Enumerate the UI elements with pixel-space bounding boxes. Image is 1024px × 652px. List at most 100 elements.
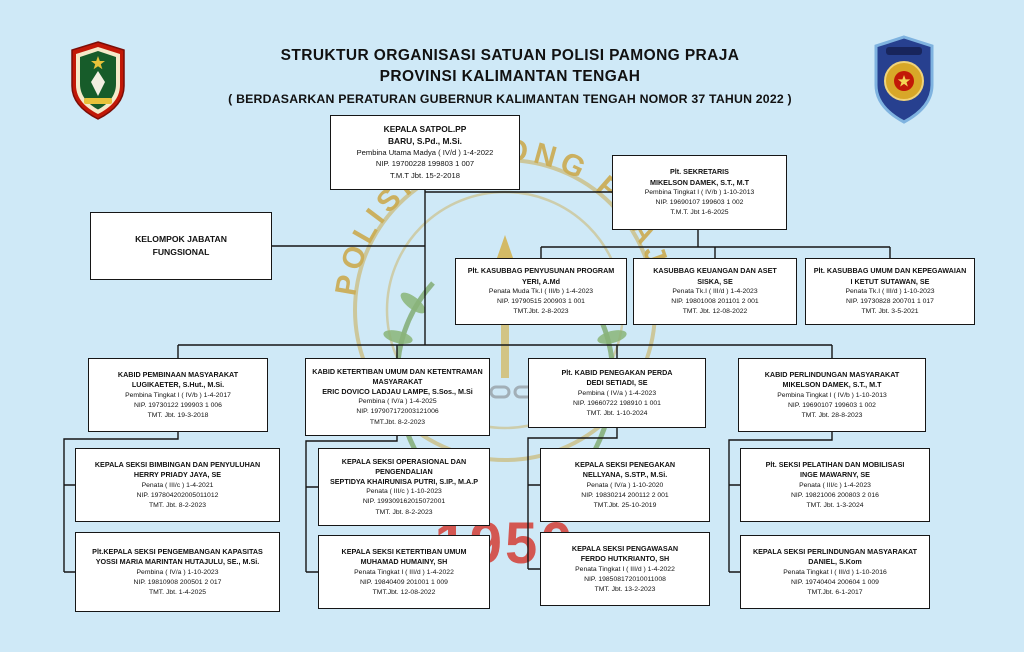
page-title-line2: PROVINSI KALIMANTAN TENGAH (379, 67, 641, 85)
box-title: KEPALA SEKSI OPERASIONAL DAN PENGENDALIA… (341, 457, 467, 476)
box-name: INGE MAWARNY, SE (800, 470, 870, 480)
box-tmt: TMT. Jbt. 13-2-2023 (594, 585, 656, 593)
box-name: FERDO HUTKRIANTO, SH (580, 554, 670, 564)
box-tmt: TMT.Jbt. 2-8-2023 (513, 308, 569, 316)
box-rank: Pembina Tingkat I ( IV/b ) 1-10-2013 (777, 391, 887, 399)
box-name: SEPTIDYA KHAIRUNISA PUTRI, S.IP., M.A.P (329, 476, 479, 486)
box-nip: NIP. 19810908 200501 2 017 (133, 578, 222, 586)
org-box-seksi-pelatihan-mobilisasi: Plt. SEKSI PELATIHAN DAN MOBILISASI INGE… (740, 448, 930, 522)
box-title: KELOMPOK JABATAN FUNGSIONAL (135, 234, 227, 257)
box-title: KASUBBAG KEUANGAN DAN ASET (653, 266, 777, 276)
org-box-seksi-bimbingan-penyuluhan: KEPALA SEKSI BIMBINGAN DAN PENYULUHAN HE… (75, 448, 280, 522)
box-title: Plt. KABID PENEGAKAN PERDA (561, 367, 673, 377)
box-tmt: TMT.Jbt. 6-1-2017 (807, 588, 863, 596)
box-tmt: TMT.Jbt. 8-2-2023 (369, 418, 426, 426)
box-tmt: TMT. Jbt. 28-8-2023 (801, 411, 863, 419)
box-title: KEPALA SEKSI PERLINDUNGAN MASYARAKAT (752, 546, 918, 556)
logo-shield-motif (91, 71, 105, 96)
box-nip: NIP. 197907172003121006 (356, 408, 439, 416)
org-box-kasubbag-umum-kepegawaian: Plt. KASUBBAG UMUM DAN KEPEGAWAIAN I KET… (805, 258, 975, 325)
box-nip: NIP. 19830214 200112 2 001 (581, 491, 669, 499)
org-box-seksi-pengembangan-kapasitas: Plt.KEPALA SEKSI PENGEMBANGAN KAPASITAS … (75, 532, 280, 612)
box-nip: NIP. 19690107 199603 1 002 (788, 401, 876, 409)
box-title: Plt. KASUBBAG UMUM DAN KEPEGAWAIAN (813, 266, 967, 276)
box-nip: NIP. 19730122 199903 1 006 (134, 401, 222, 409)
page-header: STRUKTUR ORGANISASI SATUAN POLISI PAMONG… (150, 46, 870, 106)
box-name: ERIC DOVICO LADJAU LAMPE, S.Sos., M.Si (322, 386, 473, 396)
box-name: DANIEL, S.Kom (808, 557, 862, 567)
page-subtitle: ( BERDASARKAN PERATURAN GUBERNUR KALIMAN… (228, 91, 792, 106)
box-tmt: TMT. Jbt. 3-5-2021 (861, 308, 919, 316)
box-tmt: T.M.T Jbt. 15-2-2018 (390, 170, 460, 180)
box-rank: Pembina ( IV/a ) 1-4-2025 (358, 398, 437, 406)
box-nip: NIP. 199309162015072001 (362, 498, 446, 506)
box-title: Plt. SEKRETARIS (670, 167, 729, 177)
box-name: DEDI SETIADI, SE (586, 378, 648, 388)
box-rank: Penata ( III/c ) 1-4-2023 (799, 481, 871, 489)
box-rank: Penata Tk.I ( III/d ) 1-4-2023 (672, 288, 758, 296)
page-title-line1: STRUKTUR ORGANISASI SATUAN POLISI PAMONG… (280, 47, 740, 64)
box-rank: Penata ( III/c ) 1-4-2021 (141, 481, 214, 489)
box-tmt: TMT. Jbt. 8-2-2023 (375, 508, 433, 516)
org-box-kabid-pembinaan-masyarakat: KABID PEMBINAAN MASYARAKAT LUGIKAETER, S… (88, 358, 268, 432)
box-rank: Pembina Utama Madya ( IV/d ) 1-4-2022 (356, 148, 494, 158)
box-title: KEPALA SEKSI PENEGAKAN (574, 459, 676, 469)
box-name: YOSSI MARIA MARINTAN HUTAJULU, SE., M.Si… (95, 557, 260, 567)
box-rank: Penata Tk.I ( III/d ) 1-10-2023 (845, 288, 935, 296)
box-nip: NIP. 19801008 201101 2 001 (671, 298, 759, 306)
box-title: KEPALA SEKSI PENGAWASAN (571, 543, 679, 553)
box-tmt: TMT. Jbt. 19-3-2018 (147, 411, 209, 419)
box-rank: Pembina ( IV/a ) 1-10-2023 (136, 568, 219, 576)
box-rank: Penata ( III/c ) 1-10-2023 (366, 488, 442, 496)
satpol-pp-logo (874, 35, 934, 124)
box-title: KEPALA SEKSI BIMBINGAN DAN PENYULUHAN (94, 459, 261, 469)
org-box-seksi-ketertiban-umum: KEPALA SEKSI KETERTIBAN UMUM MUHAMAD HUM… (318, 535, 490, 609)
box-tmt: TMT. Jbt. 1-10-2024 (586, 409, 648, 417)
box-rank: Penata Tingkat I ( III/d ) 1-10-2016 (783, 568, 887, 576)
org-box-kepala-satpol: KEPALA SATPOL.PP BARU, S.Pd., M.Si. Pemb… (330, 115, 520, 190)
box-rank: Penata ( IV/a ) 1-10-2020 (586, 481, 664, 489)
org-box-sekretaris: Plt. SEKRETARIS MIKELSON DAMEK, S.T., M.… (612, 155, 787, 230)
org-box-kasubbag-penyusunan-program: Plt. KASUBBAG PENYUSUNAN PROGRAM YERI, A… (455, 258, 627, 325)
kalimantan-tengah-logo (71, 41, 125, 120)
org-box-seksi-perlindungan-masyarakat: KEPALA SEKSI PERLINDUNGAN MASYARAKAT DAN… (740, 535, 930, 609)
box-nip: NIP. 19740404 200604 1 009 (791, 578, 879, 586)
org-box-kabid-penegakan-perda: Plt. KABID PENEGAKAN PERDA DEDI SETIADI,… (528, 358, 706, 428)
box-title: KABID PERLINDUNGAN MASYARAKAT (764, 369, 900, 379)
logo-center-star (897, 75, 911, 87)
box-name: MUHAMAD HUMAINY, SH (360, 557, 448, 567)
box-nip: NIP. 19821006 200803 2 016 (791, 491, 879, 499)
box-nip: NIP. 198508172010011008 (584, 575, 666, 583)
org-box-seksi-operasional-pengendalian: KEPALA SEKSI OPERASIONAL DAN PENGENDALIA… (318, 448, 490, 526)
box-name: NELLYANA, S.STP., M.Si. (582, 470, 668, 480)
box-title: Plt.KEPALA SEKSI PENGEMBANGAN KAPASITAS (92, 546, 263, 556)
org-box-seksi-penegakan: KEPALA SEKSI PENEGAKAN NELLYANA, S.STP.,… (540, 448, 710, 522)
box-nip: NIP. 19840409 201001 1 009 (360, 578, 448, 586)
box-tmt: TMT. Jbt. 8-2-2023 (148, 501, 207, 509)
org-box-kabid-ketertiban-umum: KABID KETERTIBAN UMUM DAN KETENTRAMAN MA… (305, 358, 490, 436)
emblem-torch (501, 320, 509, 378)
box-nip: NIP. 197804202005011012 (136, 491, 219, 499)
box-name: I KETUT SUTAWAN, SE (850, 276, 930, 286)
logo-top-band (886, 47, 922, 55)
org-box-kasubbag-keuangan-aset: KASUBBAG KEUANGAN DAN ASET SISKA, SE Pen… (633, 258, 797, 325)
box-rank: Pembina Tingkat I ( IV/b ) 1-4-2017 (125, 391, 231, 399)
org-box-seksi-pengawasan: KEPALA SEKSI PENGAWASAN FERDO HUTKRIANTO… (540, 532, 710, 606)
box-name: MIKELSON DAMEK, S.T., M.T (782, 380, 882, 390)
box-title: KABID PEMBINAAN MASYARAKAT (117, 369, 239, 379)
box-title: KEPALA SEKSI KETERTIBAN UMUM (341, 546, 467, 556)
logo-star (91, 56, 105, 70)
box-rank: Penata Muda Tk.I ( III/b ) 1-4-2023 (488, 288, 594, 296)
box-tmt: T.M.T. Jbt 1-6-2025 (670, 209, 729, 217)
logo-banner (84, 98, 112, 104)
box-title: Plt. KASUBBAG PENYUSUNAN PROGRAM (467, 266, 615, 276)
box-rank: Penata Tingkat I ( III/d ) 1-4-2022 (354, 568, 454, 576)
box-title: Plt. SEKSI PELATIHAN DAN MOBILISASI (765, 459, 905, 469)
box-title: KEPALA SATPOL.PP (383, 124, 467, 135)
box-rank: Pembina Tingkat I ( IV/b ) 1-10-2013 (644, 189, 755, 197)
box-name: YERI, A.Md (521, 276, 561, 286)
box-name: MIKELSON DAMEK, S.T., M.T (649, 177, 750, 187)
box-name: SISKA, SE (697, 276, 733, 286)
box-tmt: TMT.Jbt. 25-10-2019 (593, 501, 657, 509)
